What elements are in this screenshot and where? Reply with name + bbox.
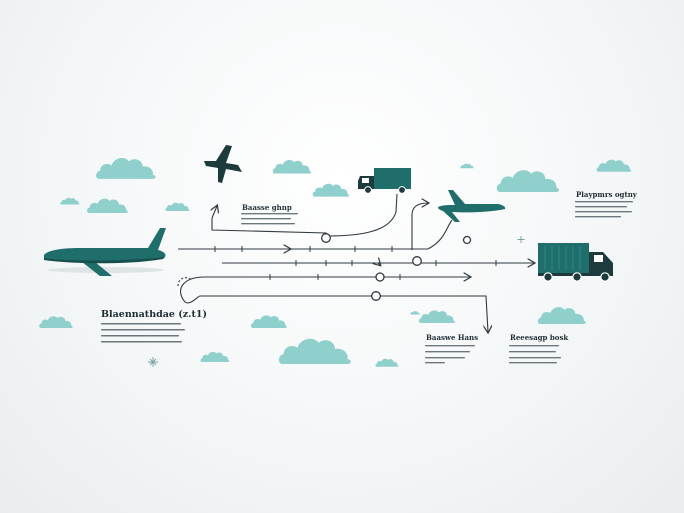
text-line	[425, 357, 465, 359]
sparkle-icon	[148, 357, 158, 367]
text-line	[509, 345, 559, 347]
text-line	[241, 213, 298, 215]
flow-arrow	[212, 206, 217, 219]
cloud	[596, 159, 632, 172]
text-line	[575, 201, 633, 203]
label-title: Blaennathdae (z.t1)	[101, 309, 207, 320]
text-line	[425, 362, 445, 364]
flow-node	[321, 233, 331, 243]
label-title: Baaswe Hans	[426, 333, 478, 342]
label-title: Playpmrs ogtny	[576, 190, 638, 199]
cloud	[165, 202, 190, 211]
text-line	[575, 216, 621, 218]
cloud	[250, 315, 287, 328]
text-line	[575, 211, 632, 213]
flow-node	[371, 291, 381, 301]
text-line	[101, 323, 181, 325]
cloud	[312, 183, 350, 197]
cloud	[418, 310, 455, 323]
flow-node	[412, 256, 422, 266]
label-bottom-right: Reeesagp bosk	[509, 333, 568, 364]
label-left-main: Blaennathdae (z.t1)	[101, 309, 207, 343]
truck-large-icon	[538, 243, 613, 282]
label-title: Reeesagp bosk	[510, 333, 568, 342]
flow-arrow	[378, 263, 380, 265]
text-line	[101, 329, 185, 331]
text-line	[425, 345, 475, 347]
text-line	[509, 351, 556, 353]
flow-node	[375, 272, 385, 282]
airplane-right-icon	[438, 190, 506, 222]
cloud	[460, 163, 474, 169]
cloud	[39, 316, 73, 328]
truck-small-icon	[358, 168, 411, 194]
tick-marks	[214, 246, 497, 280]
cloud	[278, 338, 351, 364]
flow-nodes	[321, 233, 472, 301]
flow-lines	[177, 193, 534, 332]
cloud	[537, 307, 586, 324]
cloud	[96, 158, 156, 179]
sparkles	[148, 236, 525, 367]
flow-node	[462, 235, 472, 245]
flow-line	[177, 277, 191, 287]
cloud	[200, 351, 230, 362]
label-bottom-center: Baaswe Hans	[425, 333, 478, 364]
text-line	[575, 206, 627, 208]
text-line	[509, 362, 557, 364]
cloud	[375, 358, 399, 367]
text-line	[101, 335, 179, 337]
flow-line	[325, 193, 398, 237]
label-top-right: Playpmrs ogtny	[575, 190, 638, 218]
flow-arrow	[180, 276, 488, 332]
airplane-small-icon	[204, 145, 242, 183]
flow-line	[211, 218, 327, 236]
text-line	[509, 357, 561, 359]
cloud	[496, 170, 560, 192]
airplane-large-icon	[44, 228, 166, 276]
label-title: Baasse ghnp	[242, 203, 292, 212]
text-line	[425, 351, 470, 353]
text-line	[101, 341, 182, 343]
text-line	[241, 223, 295, 225]
flow-arrow	[411, 203, 428, 250]
text-line	[241, 218, 291, 220]
label-top-center: Baasse ghnp	[241, 203, 298, 225]
cloud	[60, 197, 80, 205]
cloud	[272, 160, 312, 174]
cloud	[410, 311, 420, 315]
sparkle-icon	[517, 236, 525, 243]
cloud	[87, 198, 128, 213]
flow-line	[427, 219, 453, 250]
